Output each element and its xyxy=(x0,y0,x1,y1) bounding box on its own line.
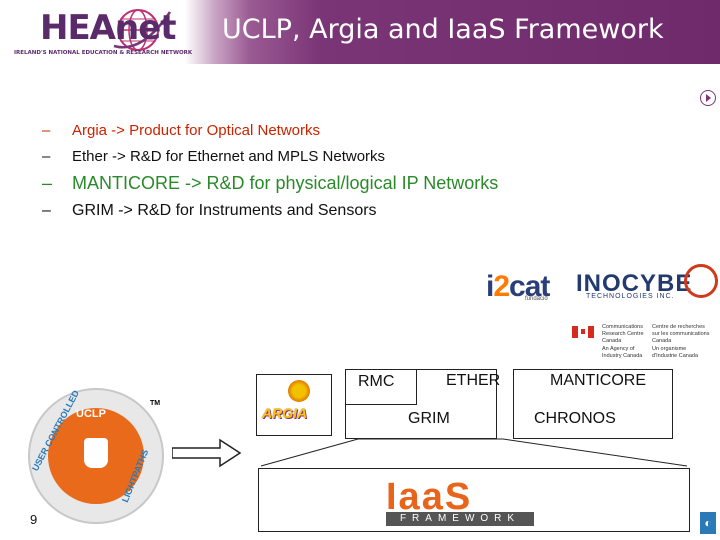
bullet-dash: – xyxy=(42,122,51,139)
globe-icon xyxy=(113,9,172,51)
bullet-argia: – Argia -> Product for Optical Networks xyxy=(42,122,320,139)
inocybe-ring-icon xyxy=(684,264,718,298)
bullet-manticore: –MANTICORE -> R&D for physical/logical I… xyxy=(42,173,498,194)
inocybe-subtitle: TECHNOLOGIES INC. xyxy=(586,293,675,300)
grim-label: GRIM xyxy=(408,410,450,427)
bullet-dash: – xyxy=(42,173,53,193)
iaas-logo: IaaS xyxy=(386,476,473,518)
slide-title: UCLP, Argia and IaaS Framework xyxy=(222,14,664,45)
slide-header: HEAnet IRELAND'S NATIONAL EDUCATION & RE… xyxy=(0,0,720,64)
next-slide-icon[interactable] xyxy=(700,90,716,106)
bullet-text: Ether -> R&D for Ethernet and MPLS Netwo… xyxy=(72,148,386,165)
bullet-grim: – GRIM -> R&D for Instruments and Sensors xyxy=(42,202,377,220)
canada-flag-icon xyxy=(572,326,594,338)
logo-subtitle: IRELAND'S NATIONAL EDUCATION & RESEARCH … xyxy=(14,50,193,56)
i2cat-logo: i2cat xyxy=(486,270,550,303)
i2cat-subtitle: fundació xyxy=(525,296,548,302)
ether-label: ETHER xyxy=(446,372,501,389)
sun-icon xyxy=(288,380,310,402)
bullet-dash: – xyxy=(42,148,51,165)
rmc-label: RMC xyxy=(358,373,395,390)
chronos-label: CHRONOS xyxy=(534,410,616,427)
bullet-ether: – Ether -> R&D for Ethernet and MPLS Netw… xyxy=(42,148,385,165)
inocybe-logo: INOCYBE xyxy=(576,270,693,297)
page-number: 9 xyxy=(30,512,38,527)
trademark-symbol: TM xyxy=(150,400,161,407)
uclp-label: UCLP xyxy=(76,408,106,420)
iaas-subtitle: FRAMEWORK xyxy=(386,512,534,526)
logo-wordmark: HEAnet xyxy=(40,8,177,48)
arrow-right-icon xyxy=(172,438,242,468)
heanet-logo: HEAnet IRELAND'S NATIONAL EDUCATION & RE… xyxy=(8,4,208,62)
bullet-text: MANTICORE -> R&D for physical/logical IP… xyxy=(72,173,499,193)
corner-logo-icon: ◐ xyxy=(700,512,716,534)
framework-connector xyxy=(260,438,688,467)
bullet-text: GRIM -> R&D for Instruments and Sensors xyxy=(72,202,377,219)
rmc-box: RMC xyxy=(345,369,417,405)
argia-label: ARGIA xyxy=(262,405,308,421)
manticore-label: MANTICORE xyxy=(550,372,646,389)
manticore-chronos-box xyxy=(513,369,673,439)
bullet-dash: – xyxy=(42,202,51,219)
fist-icon xyxy=(84,438,108,468)
bullet-text: Argia -> Product for Optical Networks xyxy=(72,122,321,139)
